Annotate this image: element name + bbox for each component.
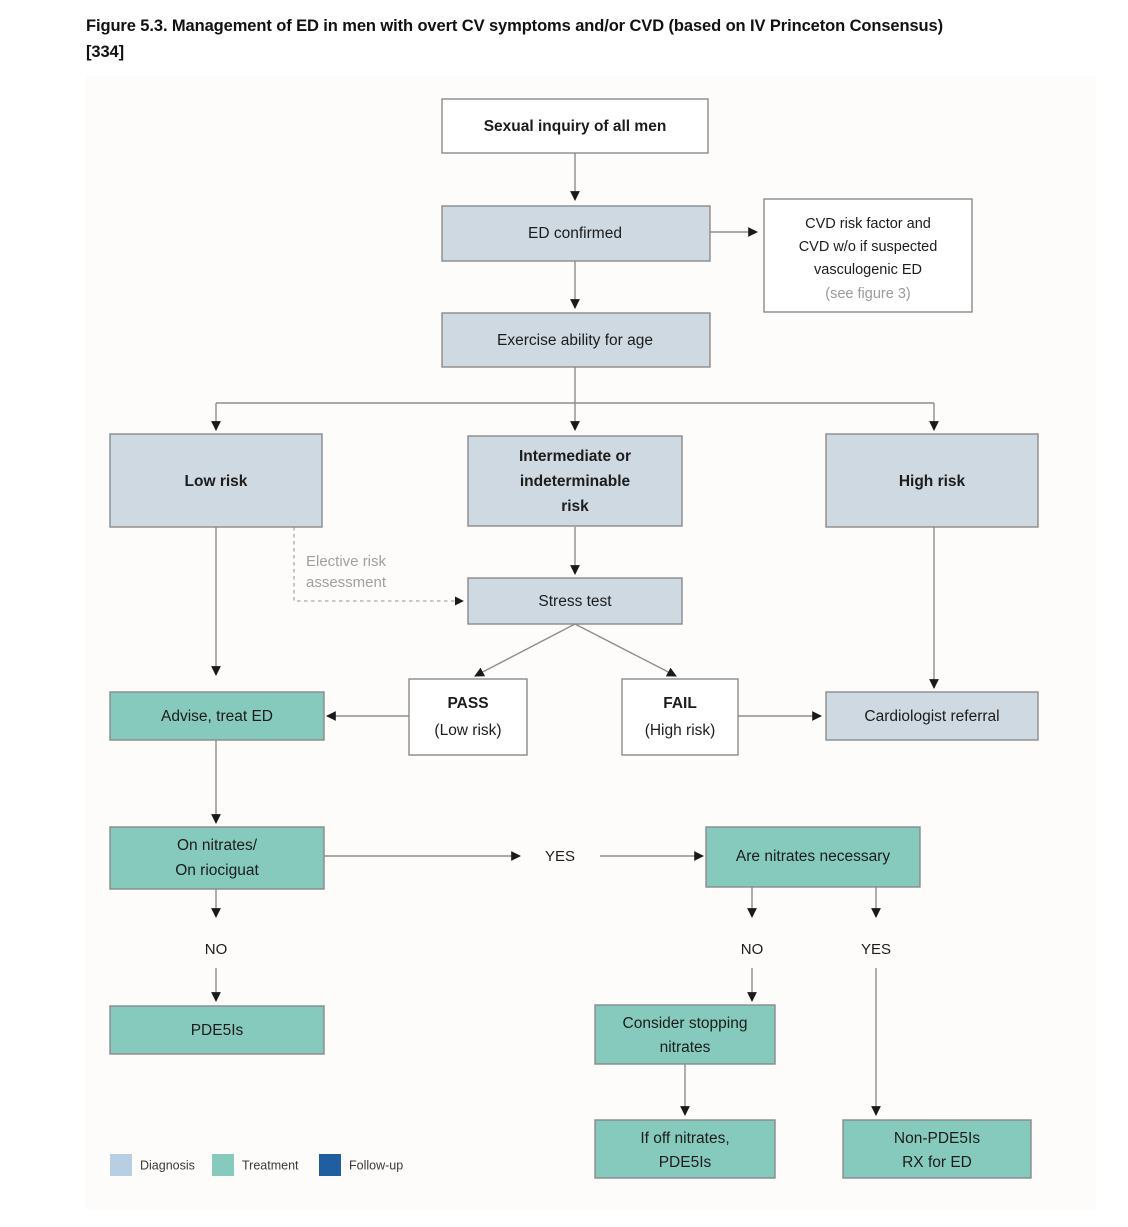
node-are-nitrates-necessary[interactable]: Are nitrates necessary [705, 826, 921, 888]
legend-swatch-treatment [212, 1154, 234, 1176]
node-on-nitrates[interactable]: On nitrates/ On riociguat [109, 826, 325, 890]
node-intermediate-risk-line2: indeterminable [520, 473, 631, 490]
label-elective-risk-line1: Elective risk [306, 553, 387, 570]
node-pde5is[interactable]: PDE5Is [109, 1005, 325, 1055]
edge-stresstest-to-fail [574, 623, 677, 677]
node-advise-treat-ed-label: Advise, treat ED [161, 708, 273, 725]
label-elective-risk-assessment: Elective risk assessment [306, 553, 387, 591]
node-pass[interactable]: PASS (Low risk) [408, 678, 528, 756]
legend: Diagnosis Treatment Follow-up [110, 1154, 403, 1176]
node-on-nitrates-line2: On riociguat [175, 862, 259, 879]
node-sexual-inquiry[interactable]: Sexual inquiry of all men [441, 98, 709, 154]
node-exercise-ability[interactable]: Exercise ability for age [441, 312, 711, 368]
figure-caption: Figure 5.3. Management of ED in men with… [86, 14, 1096, 65]
node-ed-confirmed[interactable]: ED confirmed [441, 205, 711, 262]
node-if-off-nitrates-line2: PDE5Is [659, 1154, 712, 1171]
legend-label-treatment: Treatment [242, 1158, 299, 1172]
node-intermediate-risk[interactable]: Intermediate or indeterminable risk [467, 435, 683, 527]
legend-swatch-followup [319, 1154, 341, 1176]
node-if-off-nitrates[interactable]: If off nitrates, PDE5Is [594, 1119, 776, 1179]
legend-item-treatment: Treatment [212, 1154, 299, 1176]
node-cardiologist-referral-label: Cardiologist referral [864, 708, 999, 725]
node-stress-test[interactable]: Stress test [467, 577, 683, 625]
node-stress-test-label: Stress test [538, 593, 612, 610]
figure-caption-line2: [334] [86, 42, 125, 61]
node-cvd-risk-factor[interactable]: CVD risk factor and CVD w/o if suspected… [763, 198, 973, 313]
node-consider-stopping-line1: Consider stopping [623, 1015, 748, 1032]
node-pass-line1: PASS [447, 695, 488, 712]
node-cardiologist-referral[interactable]: Cardiologist referral [825, 691, 1039, 741]
node-are-nitrates-necessary-label: Are nitrates necessary [736, 848, 890, 865]
edge-label-nitrates-yes: YES [545, 848, 575, 865]
edge-label-necessary-yes: YES [861, 941, 891, 958]
node-consider-stopping-line2: nitrates [660, 1039, 711, 1056]
node-intermediate-risk-line1: Intermediate or [519, 448, 631, 465]
legend-swatch-diagnosis [110, 1154, 132, 1176]
node-pass-line2: (Low risk) [434, 722, 501, 739]
edge-stresstest-to-pass [474, 623, 576, 677]
node-cvd-risk-line2: CVD w/o if suspected [799, 239, 938, 255]
edge-label-nitrates-no: NO [205, 941, 228, 958]
node-cvd-risk-see-figure: (see figure 3) [825, 286, 910, 302]
node-low-risk-label: Low risk [185, 473, 248, 490]
node-exercise-ability-label: Exercise ability for age [497, 332, 653, 349]
node-cvd-risk-line1: CVD risk factor and [805, 216, 931, 232]
node-fail-line1: FAIL [663, 695, 697, 712]
node-if-off-nitrates-line1: If off nitrates, [640, 1130, 729, 1147]
label-elective-risk-line2: assessment [306, 574, 387, 591]
node-intermediate-risk-line3: risk [561, 498, 589, 515]
legend-item-diagnosis: Diagnosis [110, 1154, 195, 1176]
node-low-risk[interactable]: Low risk [109, 433, 323, 528]
figure-caption-line1: Figure 5.3. Management of ED in men with… [86, 17, 944, 35]
node-high-risk[interactable]: High risk [825, 433, 1039, 528]
node-fail[interactable]: FAIL (High risk) [621, 678, 739, 756]
legend-item-followup: Follow-up [319, 1154, 403, 1176]
node-advise-treat-ed[interactable]: Advise, treat ED [109, 691, 325, 741]
node-non-pde5is-line1: Non-PDE5Is [894, 1130, 980, 1147]
node-sexual-inquiry-label: Sexual inquiry of all men [484, 118, 667, 135]
node-non-pde5is[interactable]: Non-PDE5Is RX for ED [842, 1119, 1032, 1179]
node-on-nitrates-line1: On nitrates/ [177, 837, 258, 854]
node-ed-confirmed-label: ED confirmed [528, 225, 622, 242]
node-consider-stopping-nitrates[interactable]: Consider stopping nitrates [594, 1004, 776, 1065]
node-high-risk-label: High risk [899, 473, 966, 490]
legend-label-diagnosis: Diagnosis [140, 1158, 195, 1172]
node-fail-line2: (High risk) [645, 722, 716, 739]
node-cvd-risk-line3: vasculogenic ED [814, 262, 922, 278]
legend-label-followup: Follow-up [349, 1158, 403, 1172]
node-non-pde5is-line2: RX for ED [902, 1154, 972, 1171]
edge-label-necessary-no: NO [741, 941, 764, 958]
node-pde5is-label: PDE5Is [191, 1022, 244, 1039]
